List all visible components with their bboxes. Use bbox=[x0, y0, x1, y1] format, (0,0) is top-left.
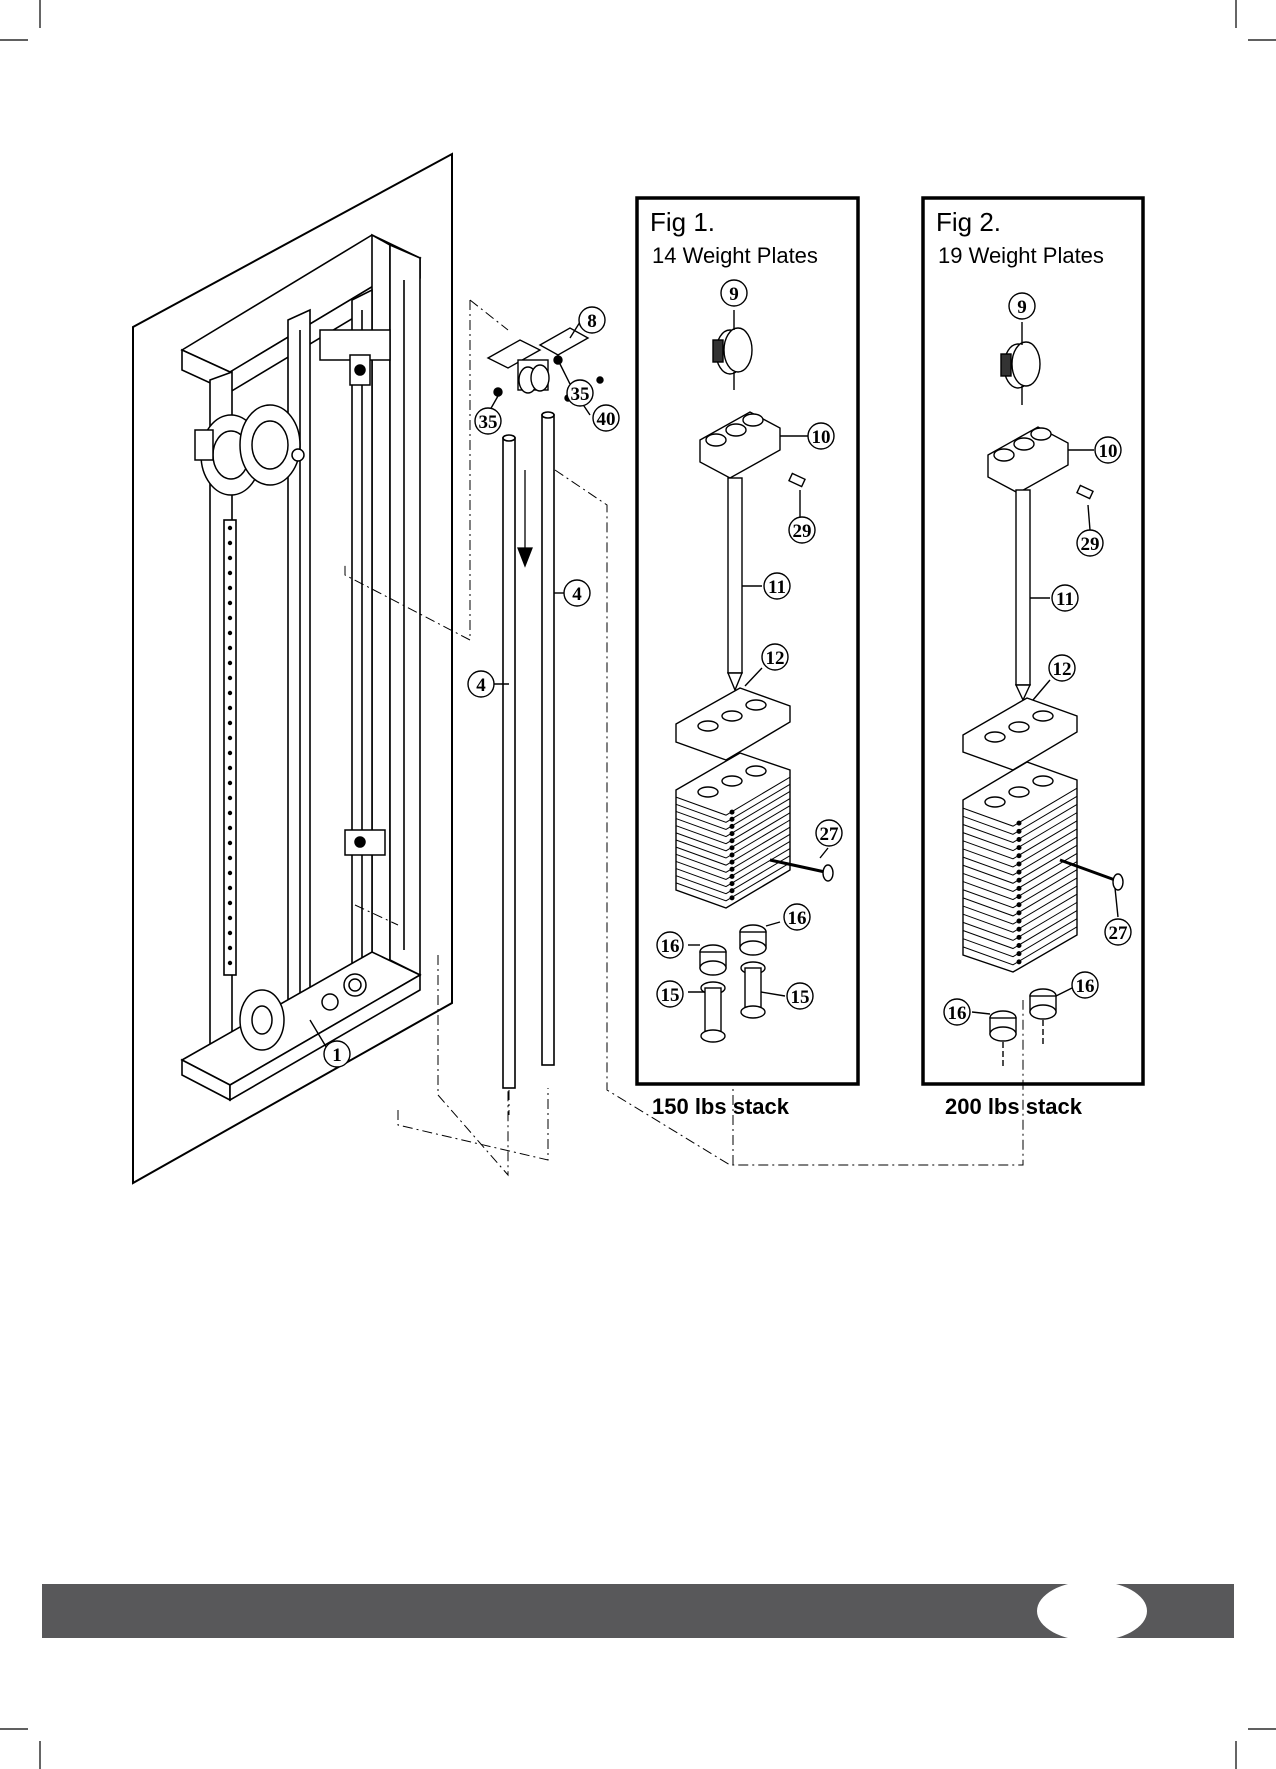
callout-f2-head: 10 bbox=[1099, 441, 1118, 462]
plate-hole bbox=[1017, 837, 1021, 841]
frame-hole bbox=[228, 706, 232, 710]
callout-f1-bush-a: 16 bbox=[661, 936, 680, 957]
plate-hole bbox=[730, 874, 734, 878]
frame-hole bbox=[228, 691, 232, 695]
frame-hole bbox=[228, 811, 232, 815]
plate-hole bbox=[730, 889, 734, 893]
callout-f1-bush-b: 16 bbox=[788, 908, 807, 929]
callout-rod-b: 4 bbox=[572, 584, 582, 605]
page-number-badge bbox=[1037, 1581, 1147, 1641]
callout-f1-top: 12 bbox=[766, 648, 785, 669]
frame-hole bbox=[228, 961, 232, 965]
plate-hole bbox=[730, 824, 734, 828]
plate-hole bbox=[1017, 846, 1021, 850]
callout-f1-guide-a: 15 bbox=[661, 985, 680, 1006]
plate-hole bbox=[1017, 935, 1021, 939]
plate-hole bbox=[1017, 870, 1021, 874]
plate-hole bbox=[1017, 854, 1021, 858]
machine-frame bbox=[182, 235, 420, 1100]
callout-f2-pin: 29 bbox=[1081, 534, 1100, 555]
frame-hole bbox=[228, 526, 232, 530]
plate-hole bbox=[730, 867, 734, 871]
frame-hole bbox=[228, 616, 232, 620]
plate-hole bbox=[1017, 829, 1021, 833]
frame-hole bbox=[228, 601, 232, 605]
frame-hole bbox=[228, 646, 232, 650]
plate-hole bbox=[1017, 903, 1021, 907]
frame-hole bbox=[228, 661, 232, 665]
callout-washer: 40 bbox=[597, 409, 616, 430]
plate-hole bbox=[730, 882, 734, 886]
plate-hole bbox=[730, 846, 734, 850]
plate-hole bbox=[730, 853, 734, 857]
callout-f2-rod: 11 bbox=[1056, 589, 1074, 610]
callout-bolt-b: 35 bbox=[571, 384, 590, 405]
plate-hole bbox=[730, 839, 734, 843]
fig1-subtitle: 14 Weight Plates bbox=[652, 243, 818, 268]
plate-hole bbox=[730, 832, 734, 836]
plate-hole bbox=[1017, 960, 1021, 964]
callout-f2-bush-b: 16 bbox=[1076, 976, 1095, 997]
guide-rods bbox=[503, 412, 554, 1088]
plate-hole bbox=[730, 860, 734, 864]
callout-f1-rod: 11 bbox=[768, 577, 786, 598]
frame-hole bbox=[228, 946, 232, 950]
plate-hole bbox=[1017, 862, 1021, 866]
frame-hole bbox=[228, 781, 232, 785]
frame-hole bbox=[228, 916, 232, 920]
plate-hole bbox=[1017, 895, 1021, 899]
frame-hole bbox=[228, 541, 232, 545]
plate-hole bbox=[1017, 952, 1021, 956]
frame-hole bbox=[228, 586, 232, 590]
frame-hole bbox=[228, 796, 232, 800]
frame-hole bbox=[228, 826, 232, 830]
callout-f2-select: 27 bbox=[1109, 923, 1129, 944]
callout-bracket: 8 bbox=[587, 311, 597, 332]
frame-hole bbox=[228, 766, 232, 770]
plate-hole bbox=[730, 817, 734, 821]
callout-f1-head: 10 bbox=[812, 427, 831, 448]
plate-hole bbox=[1017, 927, 1021, 931]
frame-hole bbox=[228, 871, 232, 875]
fig2-stack-label: 200 lbs stack bbox=[945, 1094, 1083, 1119]
callout-f1-guide-b: 15 bbox=[791, 987, 810, 1008]
frame-hole bbox=[228, 886, 232, 890]
callout-bolt-a: 35 bbox=[479, 412, 498, 433]
frame-hole bbox=[228, 721, 232, 725]
callout-rod-a: 4 bbox=[476, 675, 486, 696]
plate-hole bbox=[1017, 911, 1021, 915]
frame-hole bbox=[228, 556, 232, 560]
fig2-panel: Fig 2. 19 Weight Plates 200 lbs stack bbox=[923, 198, 1143, 1119]
frame-hole bbox=[228, 736, 232, 740]
callout-f1-select: 27 bbox=[820, 824, 840, 845]
fig1-stack-label: 150 lbs stack bbox=[652, 1094, 790, 1119]
plate-hole bbox=[1017, 886, 1021, 890]
plate-hole bbox=[730, 810, 734, 814]
frame-hole bbox=[228, 931, 232, 935]
frame-hole bbox=[228, 901, 232, 905]
frame-hole bbox=[228, 841, 232, 845]
plate-hole bbox=[1017, 919, 1021, 923]
callout-f2-pulley: 9 bbox=[1017, 297, 1027, 318]
plate-hole bbox=[1017, 878, 1021, 882]
callout-f1-pin: 29 bbox=[793, 521, 812, 542]
frame-hole bbox=[228, 856, 232, 860]
frame-hole bbox=[228, 631, 232, 635]
fig2-title: Fig 2. bbox=[936, 207, 1001, 237]
callout-f2-bush-a: 16 bbox=[948, 1003, 967, 1024]
frame-hole bbox=[228, 676, 232, 680]
plate-hole bbox=[1017, 944, 1021, 948]
fig2-subtitle: 19 Weight Plates bbox=[938, 243, 1104, 268]
footer-bar bbox=[42, 1581, 1234, 1641]
callout-f1-pulley: 9 bbox=[729, 284, 739, 305]
down-arrow bbox=[518, 470, 532, 566]
fig1-title: Fig 1. bbox=[650, 207, 715, 237]
callout-f2-top: 12 bbox=[1053, 659, 1072, 680]
callout-frame: 1 bbox=[332, 1045, 342, 1066]
plate-hole bbox=[1017, 821, 1021, 825]
frame-hole bbox=[228, 751, 232, 755]
plate-hole bbox=[730, 896, 734, 900]
frame-hole bbox=[228, 571, 232, 575]
